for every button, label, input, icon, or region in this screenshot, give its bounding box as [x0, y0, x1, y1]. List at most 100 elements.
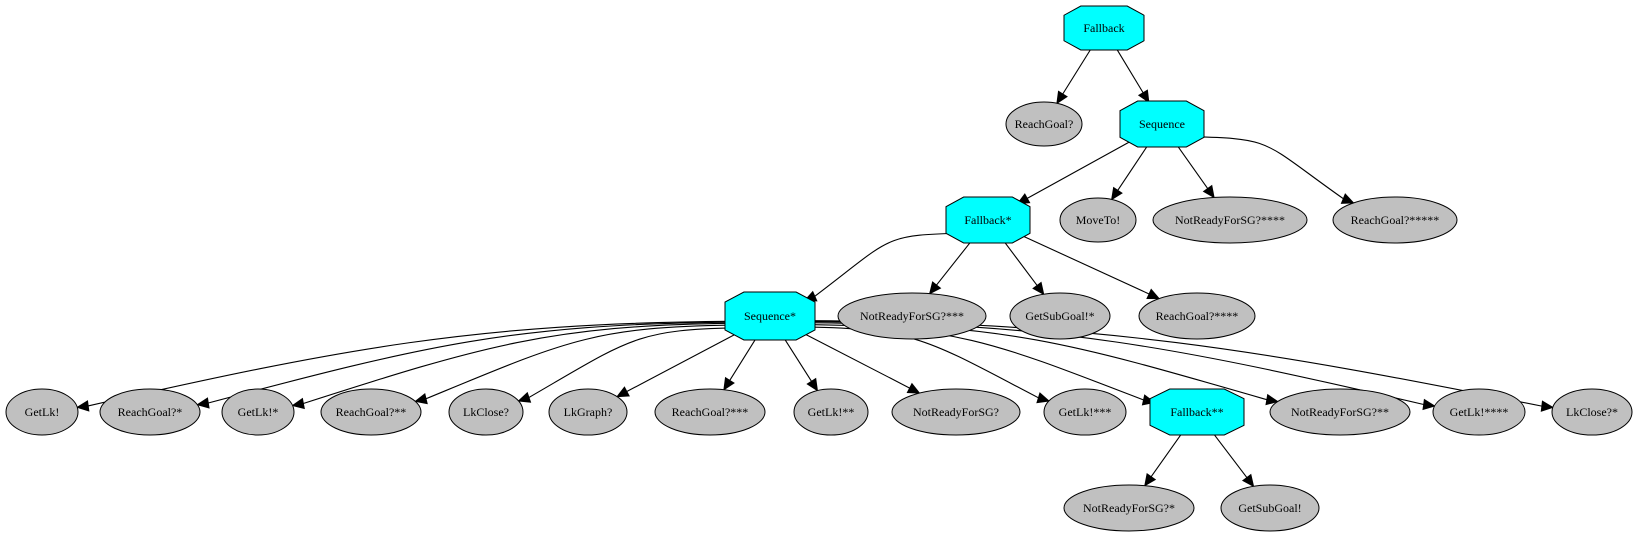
leaf-node-shape: [221, 388, 295, 436]
edge-sequence1-to-getlk3: [805, 326, 1039, 399]
node-label: GetSubGoal!: [1238, 501, 1301, 515]
edge-sequence1-to-reachgoal1: [208, 321, 731, 404]
node-reachgoal4: ReachGoal?****: [1138, 292, 1256, 340]
node-lkclose1: LkClose?*: [1551, 388, 1633, 436]
leaf-node-shape: [1432, 388, 1526, 436]
leaf-node-shape: [1043, 388, 1127, 436]
edge-sequence1-to-lkgraph: [626, 331, 741, 393]
node-label: ReachGoal?****: [1156, 309, 1239, 323]
node-label: GetLk!*: [238, 405, 279, 419]
node-reachgoal5: ReachGoal?*****: [1332, 196, 1458, 244]
node-notready2: NotReadyForSG?**: [1269, 388, 1411, 436]
node-label: GetLk!***: [1059, 405, 1112, 419]
node-label: LkClose?: [463, 405, 509, 419]
node-label: ReachGoal?*: [118, 405, 183, 419]
leaf-node-shape: [320, 388, 422, 436]
leaf-node-shape: [1220, 484, 1320, 532]
node-label: LkGraph?: [564, 405, 613, 419]
edge-fallback1-to-reachgoal4: [1017, 233, 1150, 295]
edge-sequence-to-notready4: [1175, 143, 1209, 189]
node-label: Fallback*: [964, 213, 1011, 227]
control-node-shape: [1063, 5, 1145, 51]
node-getlk: GetLk!: [5, 388, 79, 436]
arrowhead-sequence1-to-getlk1: [291, 397, 305, 410]
leaf-node-shape: [793, 388, 869, 436]
leaf-node-shape: [1009, 292, 1111, 340]
arrowhead-sequence1-to-reachgoal3: [723, 376, 735, 391]
edges-layer: [76, 46, 1555, 488]
node-sequence1: Sequence*: [724, 291, 816, 341]
node-label: NotReadyForSG?***: [860, 309, 964, 323]
node-lkclose: LkClose?: [448, 388, 524, 436]
edge-fallback1-to-getsubgoal1: [1002, 239, 1038, 286]
arrowhead-fallback-to-reachgoal: [1056, 90, 1068, 105]
node-label: Sequence: [1139, 117, 1185, 131]
leaf-node-shape: [99, 388, 201, 436]
node-label: ReachGoal?: [1015, 117, 1074, 131]
leaf-node-shape: [891, 388, 1021, 436]
node-label: Fallback**: [1170, 405, 1223, 419]
leaf-node-shape: [1063, 484, 1195, 532]
node-notready1: NotReadyForSG?*: [1063, 484, 1195, 532]
edge-fallback1-to-notready3: [936, 239, 974, 286]
edge-fallback-to-sequence: [1115, 46, 1144, 94]
leaf-node-shape: [1152, 196, 1308, 244]
edge-sequence1-to-fallback2: [808, 324, 1144, 401]
edge-sequence1-to-lkclose: [528, 327, 736, 398]
node-reachgoal2: ReachGoal?**: [320, 388, 422, 436]
node-label: LkClose?*: [1566, 405, 1618, 419]
control-node-shape: [1149, 388, 1245, 436]
node-reachgoal1: ReachGoal?*: [99, 388, 201, 436]
node-getsubgoal: GetSubGoal!: [1220, 484, 1320, 532]
node-label: GetLk!: [25, 405, 60, 419]
arrowhead-sequence-to-moveto: [1111, 186, 1123, 201]
edge-sequence-to-reachgoal5: [1192, 136, 1344, 200]
node-notready0: NotReadyForSG?: [891, 388, 1021, 436]
edge-sequence-to-fallback1: [1026, 138, 1136, 199]
edge-sequence1-to-reachgoal3: [729, 336, 758, 381]
arrowhead-sequence1-to-getlk2: [806, 377, 819, 392]
arrowhead-fallback1-to-notready3: [928, 281, 942, 295]
node-notready3: NotReadyForSG?***: [837, 292, 987, 340]
node-label: Sequence*: [744, 309, 796, 323]
arrowhead-fallback2-to-getsubgoal: [1241, 473, 1255, 488]
node-label: NotReadyForSG?**: [1291, 405, 1389, 419]
node-getsubgoal1: GetSubGoal!*: [1009, 292, 1111, 340]
edge-sequence1-to-getlk: [88, 320, 730, 407]
node-moveto: MoveTo!: [1059, 197, 1137, 243]
leaf-node-shape: [837, 292, 987, 340]
arrowhead-fallback1-to-getsubgoal1: [1032, 281, 1045, 296]
arrowhead-fallback2-to-notready1: [1144, 472, 1157, 487]
leaf-node-shape: [1269, 388, 1411, 436]
arrowhead-fallback-to-sequence: [1137, 89, 1150, 104]
arrowhead-sequence1-to-lkclose: [517, 391, 532, 403]
leaf-node-shape: [1059, 197, 1137, 243]
node-label: NotReadyForSG?: [913, 405, 999, 419]
edge-fallback-to-reachgoal: [1062, 46, 1093, 95]
node-getlk3: GetLk!***: [1043, 388, 1127, 436]
arrowhead-sequence-to-notready4: [1202, 184, 1215, 199]
leaf-node-shape: [448, 388, 524, 436]
arrowhead-sequence1-to-notready0: [906, 382, 921, 394]
arrowhead-sequence1-to-lkclose1: [1540, 400, 1555, 412]
edge-sequence1-to-getlk2: [782, 336, 812, 382]
arrowhead-fallback1-to-reachgoal4: [1146, 288, 1161, 300]
nodes-layer: FallbackReachGoal?SequenceFallback*MoveT…: [5, 5, 1633, 532]
node-label: GetLk!****: [1450, 405, 1509, 419]
node-label: ReachGoal?**: [336, 405, 407, 419]
node-getlk1: GetLk!*: [221, 388, 295, 436]
node-label: NotReadyForSG?*: [1083, 501, 1175, 515]
node-reachgoal: ReachGoal?: [1005, 101, 1083, 147]
arrowhead-sequence1-to-getlk4: [1422, 398, 1436, 411]
control-node-shape: [945, 196, 1031, 244]
node-reachgoal3: ReachGoal?***: [654, 388, 766, 436]
leaf-node-shape: [5, 388, 79, 436]
node-fallback2: Fallback**: [1149, 388, 1245, 436]
edge-sequence1-to-getlk1: [303, 322, 731, 405]
node-getlk2: GetLk!**: [793, 388, 869, 436]
control-node-shape: [724, 291, 816, 341]
node-label: NotReadyForSG?****: [1175, 213, 1285, 227]
leaf-node-shape: [654, 388, 766, 436]
node-getlk4: GetLk!****: [1432, 388, 1526, 436]
